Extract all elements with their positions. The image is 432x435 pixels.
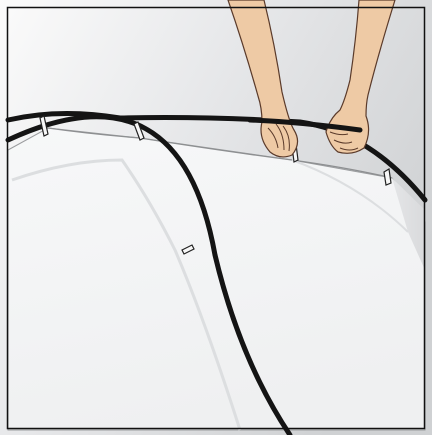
tent-fabric (8, 128, 425, 430)
